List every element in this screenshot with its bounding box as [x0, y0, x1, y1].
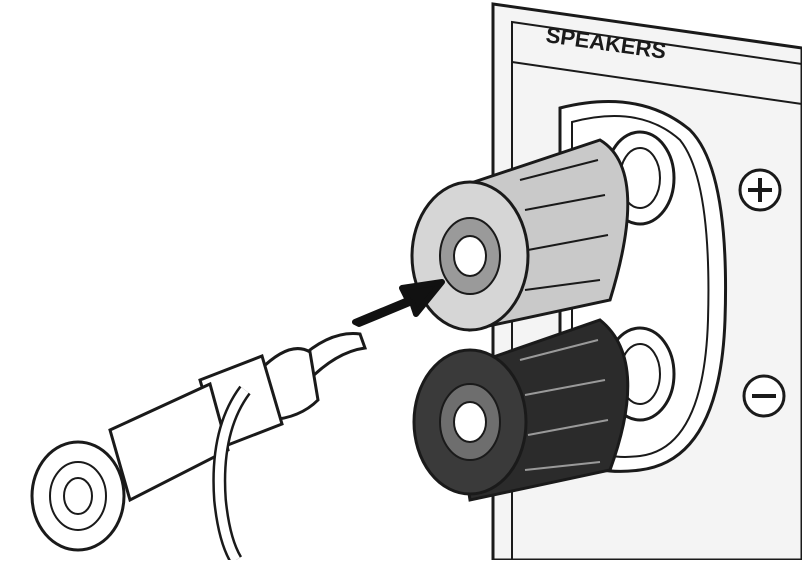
negative-symbol [744, 376, 784, 416]
banana-plug [32, 334, 365, 560]
positive-symbol [740, 170, 780, 210]
